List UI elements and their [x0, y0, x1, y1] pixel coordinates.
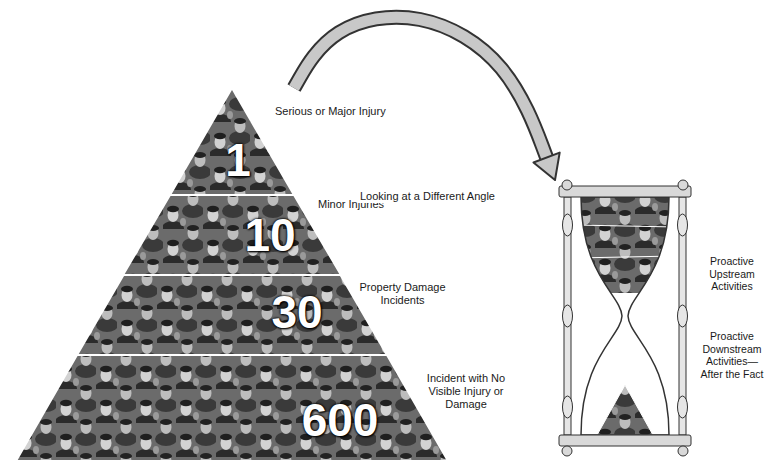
curved-arrow: [294, 17, 560, 180]
edge-label: Looking at a Different Angle: [358, 190, 497, 203]
hourglass: Proactive Upstream ActivitiesProactive D…: [555, 180, 695, 458]
severity-label: Serious or Major Injury: [275, 105, 386, 118]
frequency-number: 10: [244, 212, 295, 258]
severity-label: Incident with No Visible Injury or Damag…: [420, 372, 512, 412]
hourglass-drawing: [555, 180, 695, 458]
frequency-number: 30: [271, 289, 322, 335]
crowd-photo-band: [16, 355, 448, 461]
activity-label: Proactive Upstream Activities: [700, 255, 764, 293]
pyramid-band: 1Serious or Major Injury: [170, 88, 294, 195]
severity-label: Property Damage Incidents: [355, 281, 450, 307]
activity-label: Proactive Downstream Activities— After t…: [700, 330, 764, 380]
pyramid-band: 600Incident with No Visible Injury or Da…: [16, 355, 448, 461]
frequency-number: 600: [302, 397, 379, 443]
crowd-photo-band: [123, 195, 341, 275]
pyramid-band: 10Minor Injuries: [123, 195, 341, 275]
crowd-photo-band: [77, 275, 387, 355]
frequency-number: 1: [225, 137, 251, 183]
pyramid-band: 30Property Damage Incidents: [77, 275, 387, 355]
